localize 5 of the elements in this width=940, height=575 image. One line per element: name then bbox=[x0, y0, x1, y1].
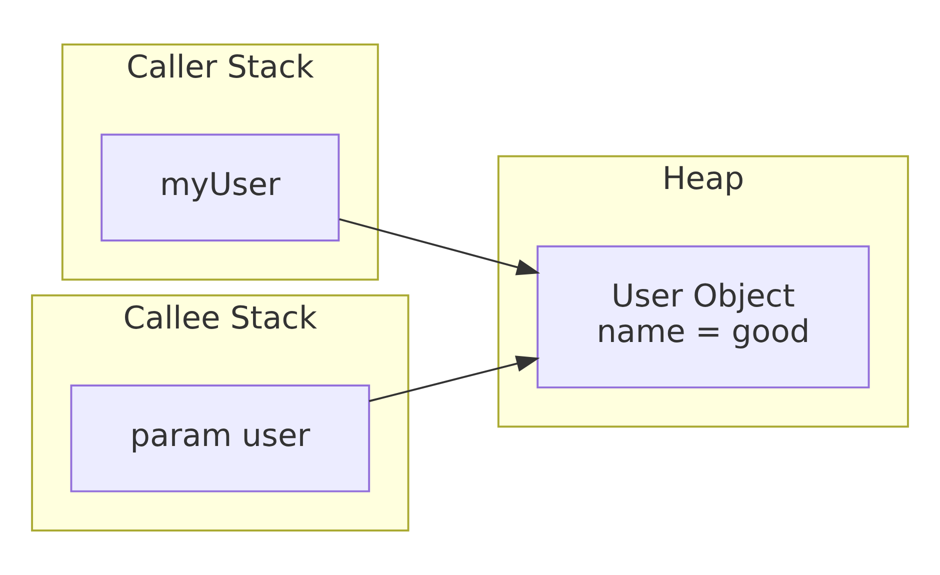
arrow bbox=[339, 218, 540, 276]
node-box: param user bbox=[70, 384, 370, 492]
node-box: myUser bbox=[100, 134, 340, 242]
node-box: User Object name = good bbox=[536, 245, 870, 388]
arrow bbox=[368, 356, 540, 402]
